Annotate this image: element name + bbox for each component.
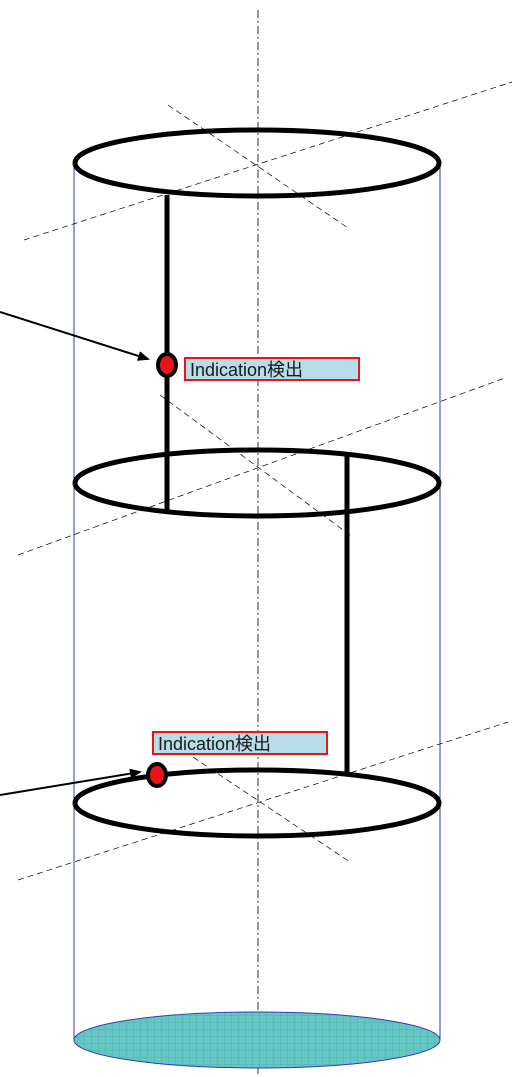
indication-label-upper-text: Indication検出 (190, 360, 304, 380)
arrow-lower (0, 768, 142, 796)
cylinder-base (73, 1011, 441, 1069)
arrow-upper (0, 311, 150, 361)
indication-marker-lower (146, 762, 168, 788)
indication-label-lower-text: Indication検出 (158, 734, 272, 754)
indication-label-upper: Indication検出 (184, 357, 360, 381)
indication-label-lower: Indication検出 (152, 731, 328, 755)
ring-top (72, 127, 442, 199)
ring-bottom (72, 767, 442, 839)
indication-marker-upper (156, 352, 178, 378)
construction-lines (17, 81, 513, 881)
ring-middle (72, 447, 442, 519)
